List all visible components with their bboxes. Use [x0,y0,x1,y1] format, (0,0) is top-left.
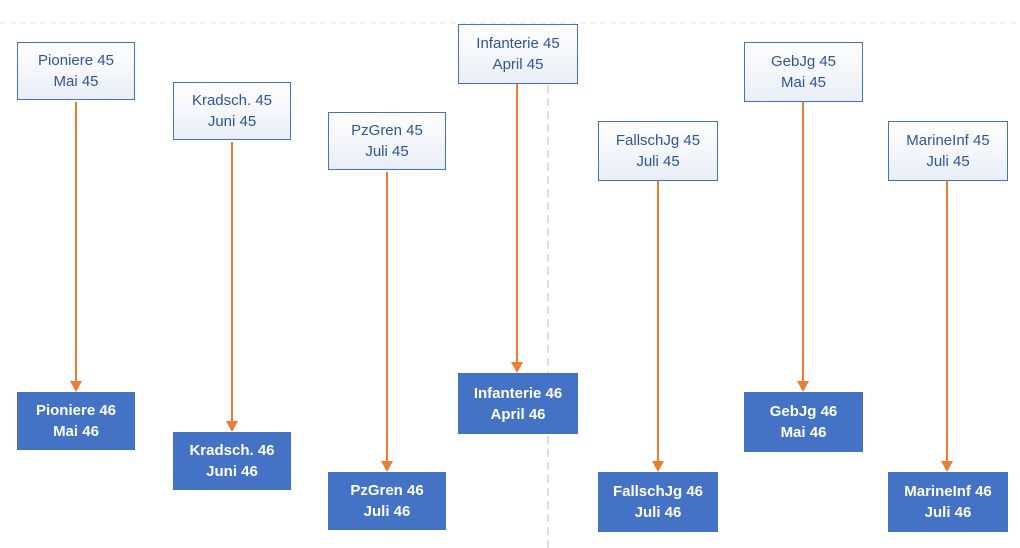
node-label-line1: Infanterie 46 [473,384,563,402]
node-infanterie-45: Infanterie 45 April 45 [458,24,578,84]
node-label-line1: Pioniere 45 [38,52,114,69]
node-label-line2: Juli 46 [363,503,411,520]
node-fallschjg-46: FallschJg 46 Juli 46 [598,472,718,532]
node-label-line1: MarineInf 45 [906,132,990,149]
arrowhead-pioniere [70,381,82,392]
node-label-line1: GebJg 46 [769,403,838,420]
arrowhead-kradsch [226,421,238,432]
node-label-line2: Juli 45 [636,153,680,170]
node-label-line1: Kradsch. 45 [191,92,273,109]
node-label-line1: GebJg 45 [770,53,837,70]
node-marineinf-46: MarineInf 46 Juli 46 [888,472,1008,532]
node-gebjg-45: GebJg 45 Mai 45 [744,42,863,102]
node-label-line1: Kradsch. 46 [189,442,275,459]
arrowhead-gebjg [797,381,809,392]
node-label-line2: Mai 46 [53,423,99,440]
node-label-line2: Mai 45 [780,74,827,91]
arrowhead-fallschjg [652,461,664,472]
node-label-line1: Infanterie 45 [476,35,560,52]
node-label-line2: April 46 [490,405,546,423]
node-kradsch-45: Kradsch. 45 Juni 45 [173,82,291,140]
node-pzgren-46: PzGren 46 Juli 46 [328,472,446,530]
arrowhead-infanterie [511,362,523,373]
node-label-line2: Mai 46 [780,424,827,441]
node-pzgren-45: PzGren 45 Juli 45 [328,112,446,170]
node-label-line1: Pioniere 46 [35,402,117,419]
node-gebjg-46: GebJg 46 Mai 46 [744,392,863,452]
node-pioniere-46: Pioniere 46 Mai 46 [17,392,135,450]
node-label-line2: Juli 46 [924,504,972,521]
arrowhead-pzgren [381,461,393,472]
node-label-line1: FallschJg 45 [615,132,701,149]
node-label-line2: Juli 45 [365,143,409,160]
node-infanterie-46: Infanterie 46 April 46 [458,373,578,434]
node-label-line1: FallschJg 46 [612,483,704,500]
node-label-line2: Juni 46 [206,463,258,480]
node-label-line1: PzGren 45 [351,122,423,139]
node-label-line1: MarineInf 46 [904,483,992,500]
node-label-line1: PzGren 46 [350,482,424,499]
node-label-line2: Mai 45 [53,73,99,90]
node-pioniere-45: Pioniere 45 Mai 45 [17,42,135,100]
node-label-line2: Juli 45 [926,153,970,170]
node-marineinf-45: MarineInf 45 Juli 45 [888,121,1008,181]
arrowhead-marineinf [941,461,953,472]
node-kradsch-46: Kradsch. 46 Juni 46 [173,432,291,490]
node-label-line2: April 45 [492,56,544,73]
node-fallschjg-45: FallschJg 45 Juli 45 [598,121,718,181]
node-label-line2: Juni 45 [207,113,257,130]
node-label-line2: Juli 46 [634,504,682,521]
